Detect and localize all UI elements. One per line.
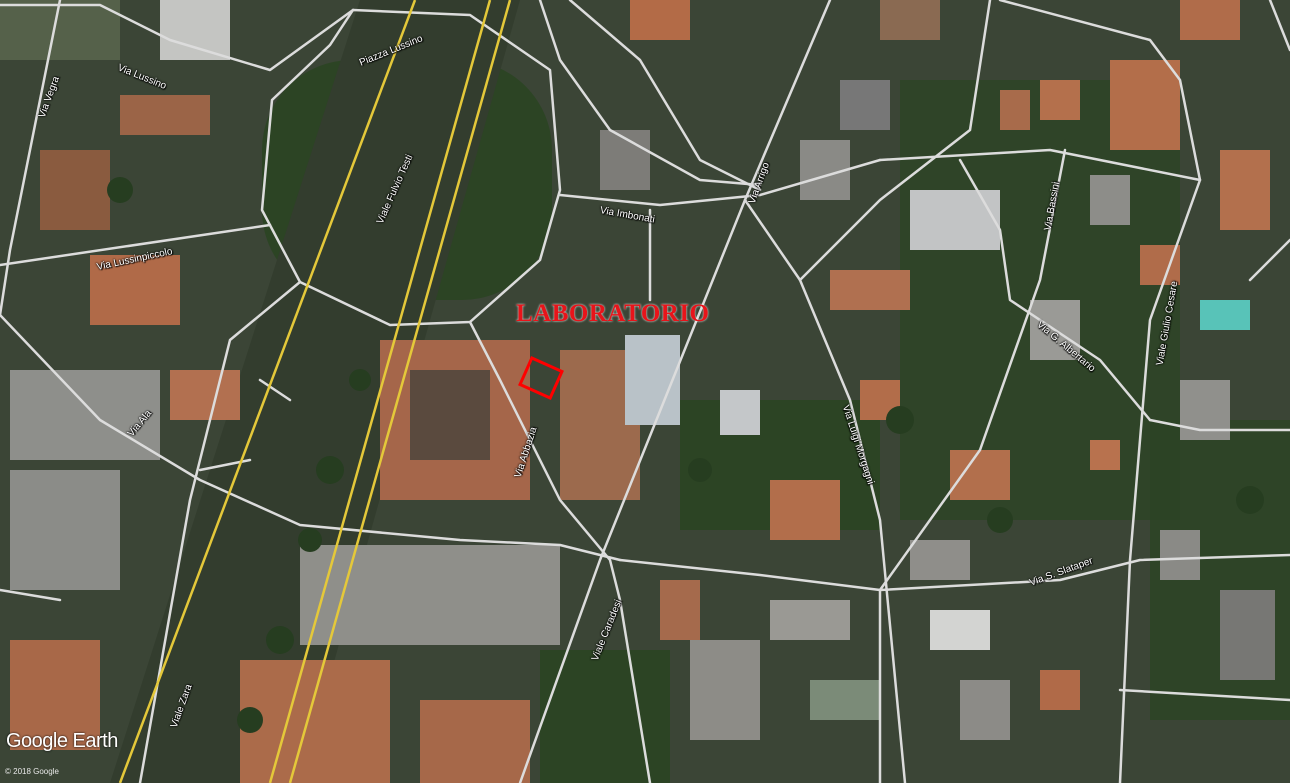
boulevard-lines bbox=[118, 0, 512, 783]
street-trees bbox=[107, 177, 1264, 733]
boulevard-corridor bbox=[110, 0, 520, 783]
google-earth-logo: Google Earth bbox=[6, 730, 118, 752]
location-label: LABORATORIO bbox=[516, 300, 710, 327]
copyright-notice: © 2018 Google bbox=[5, 767, 59, 776]
building-roofs bbox=[10, 0, 1275, 783]
